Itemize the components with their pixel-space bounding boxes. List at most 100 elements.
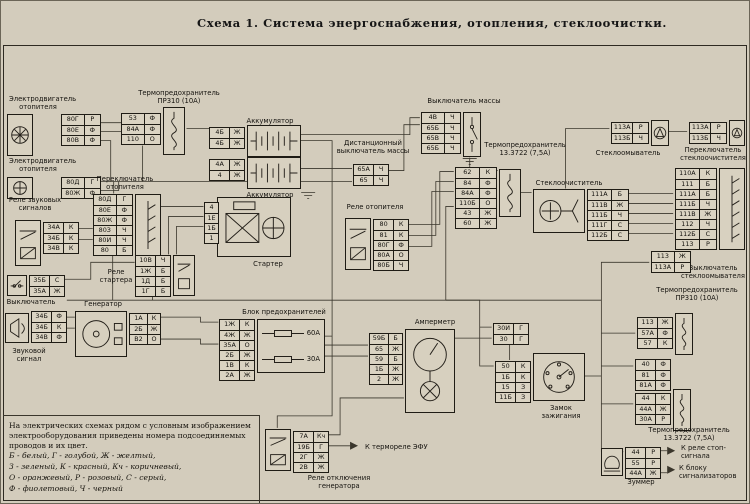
terminal-cell: 59Б xyxy=(372,334,386,342)
terminal-cell: К xyxy=(63,244,78,253)
terminal-cell: Р xyxy=(632,123,648,133)
annotation-to-stop-signal-relay: К реле стоп-сигнала xyxy=(681,444,726,460)
terminal-cell: 15 xyxy=(501,383,510,391)
label-horn: Звуковой сигнал xyxy=(12,347,46,363)
terminal-cell: Б xyxy=(155,267,170,276)
terminal-cell: С xyxy=(610,221,628,230)
label-heater-relay: Реле отопителя xyxy=(346,203,404,211)
terminal-cell: 4 xyxy=(209,203,214,211)
terminal-cell: 111 xyxy=(681,180,694,188)
terminal-cell: 34Б xyxy=(35,323,48,331)
terminal-cell: 112 xyxy=(681,220,694,228)
terminal-cell: 84А xyxy=(126,125,140,133)
terminal-row: 1Б xyxy=(205,223,218,233)
terminal-cell: Ч xyxy=(115,226,132,235)
terminal-cell: Ч xyxy=(698,200,716,209)
terminal-cell: Ч xyxy=(710,134,726,143)
terminal-cell: 30И xyxy=(497,324,511,332)
terminal-cell: О xyxy=(393,251,408,260)
thermal-fuse-4-icon xyxy=(673,389,691,431)
heater-relay-icon xyxy=(345,218,371,270)
label-remote-mass-switch: Дистанционный выключатель массы xyxy=(336,139,410,155)
terminal-cell: Р xyxy=(673,263,690,272)
terminal-cell: Ж xyxy=(239,351,254,360)
terminal-cell: Ч xyxy=(115,236,132,245)
fuse-symbol xyxy=(273,355,292,363)
terminal-row: 81 Ф xyxy=(636,370,670,380)
terminal-cell: Ф xyxy=(655,371,670,380)
label-heater-switch: Переключатель отопителя xyxy=(96,175,154,191)
label-generator: Генератор xyxy=(84,300,122,308)
terminal-cell: Ж xyxy=(229,128,244,138)
terminal-cell: О xyxy=(239,341,254,350)
terminal-cell: 50 xyxy=(501,362,510,370)
starter-icon xyxy=(217,197,291,257)
terminal-cell: 1Д xyxy=(141,277,151,285)
fuse-wire xyxy=(262,358,274,360)
fuse-rating: 30А xyxy=(306,355,320,363)
terminal-cell: 65В xyxy=(426,134,440,142)
terminal-cell: 55 xyxy=(631,459,640,467)
terminal-cell: Б xyxy=(388,355,402,364)
terminal-cell: 43 xyxy=(463,209,472,217)
label-washer-switch: Выключатель стеклоомывателя xyxy=(681,264,745,280)
terminal-cell: Ч xyxy=(443,124,460,133)
terminal-cell: 57А xyxy=(641,329,654,337)
note-separator-horizontal xyxy=(3,415,259,416)
note-block: На электрических схемах рядом с условным… xyxy=(9,421,257,494)
terminal-cell: 4А xyxy=(215,160,224,168)
fuse-block-box: 60А 30А xyxy=(257,319,325,373)
switch-35-icon xyxy=(7,275,27,296)
terminal-cell: 113Б xyxy=(613,134,631,142)
terminal-cell: Ч xyxy=(698,220,716,229)
label-starter-relay: Реле стартера xyxy=(99,268,133,284)
wiper-motor-icon xyxy=(533,189,585,233)
label-horn-relay: Реле звуковых сигналов xyxy=(8,196,62,212)
washer-connector-icon xyxy=(729,120,745,146)
terminal-cell: 44А xyxy=(629,469,642,477)
terminal-cell: 81 xyxy=(641,371,650,379)
terminal-cell: 34А xyxy=(47,223,60,231)
terminal-cell: Ф xyxy=(478,189,496,198)
terminal-cell: 1Б xyxy=(501,373,510,381)
terminal-cell: Ж xyxy=(239,331,254,340)
terminal-cell: 80Д xyxy=(98,195,112,203)
terminal-cell: К xyxy=(393,220,408,230)
label-thermal-fuse-3: Термопредохранитель ПР310 (10А) xyxy=(656,286,738,302)
label-heater-motor-2: Электродвигатель отопителя xyxy=(9,157,77,173)
terminal-cell: Ж xyxy=(698,210,716,219)
terminal-cell: Ж xyxy=(388,365,402,374)
terminal-cell: Б xyxy=(388,334,402,344)
